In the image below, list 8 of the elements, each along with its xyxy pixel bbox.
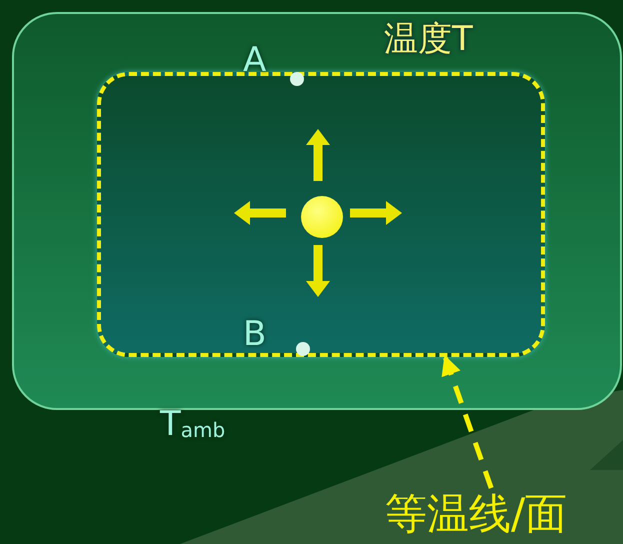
region-box [12, 12, 622, 410]
point-label: A [243, 40, 266, 80]
point-label: B [243, 314, 266, 354]
isotherm-region [97, 72, 545, 357]
arrow [442, 354, 494, 489]
region-label: 温度T [384, 18, 473, 61]
caption-text: 等温线/面 [385, 488, 621, 540]
heat-source-dot [301, 196, 343, 238]
